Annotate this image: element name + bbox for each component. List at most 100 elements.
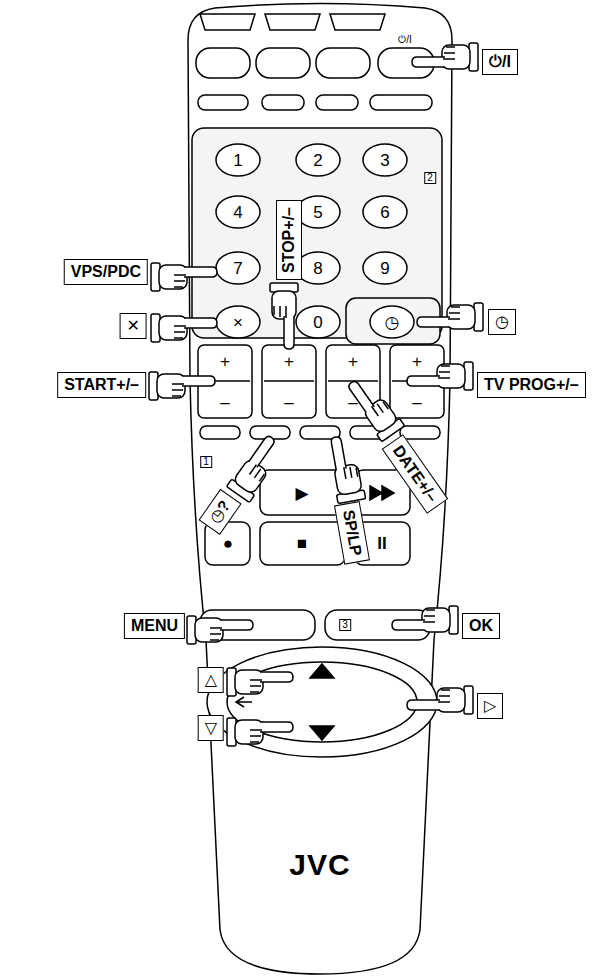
pointing-hand [184,267,217,277]
remote-part [390,345,444,418]
remote-part [236,697,252,707]
pointing-hand [422,608,450,632]
pointing-hand [344,372,405,442]
pointing-hand [250,465,267,482]
remote-part [198,95,248,110]
button-symbol: ● [223,535,233,552]
pointing-hand [284,316,294,349]
remote-part [363,144,407,176]
pointing-hand [220,620,253,630]
pointing-hand [233,458,269,495]
pointing-hand [417,317,450,327]
button-sign: – [284,394,293,411]
callout-label: START+/– [57,372,146,398]
remote-part [296,252,340,284]
pointing-hand [250,680,262,692]
button-symbol: ▶ [295,485,308,502]
pointing-hand [417,303,483,331]
remote-part [262,95,304,110]
remote-part [264,380,314,382]
pointing-hand [151,314,217,342]
pointing-hand [260,722,293,732]
remote-part [310,726,334,740]
callout-label: ◷ [488,309,516,335]
remote-part [330,14,385,30]
pointing-hand [347,380,374,413]
pointing-hand [182,376,215,386]
pointing-hand [412,57,445,67]
pointing-hand [412,43,478,71]
pointing-hand [407,686,473,714]
remote-part [216,252,260,284]
remote-part [363,252,407,284]
pointing-hand [423,610,435,622]
callout-label: TV PROG+/– [477,372,586,398]
button-sign: – [220,394,229,411]
button-symbol: II [377,535,386,552]
pointing-hand [442,45,470,69]
callout-label: ▽ [198,715,224,741]
remote-part [207,647,437,757]
pointing-hand [210,628,222,640]
callout-label: ▷ [477,693,503,719]
callout-label: ✕ [120,313,147,339]
pointing-hand [195,618,223,642]
pointing-hand [250,730,262,742]
remote-part [256,48,310,78]
remote-part [188,4,452,975]
remote-part [200,14,255,30]
pointing-hand [174,326,186,338]
remote-part [200,426,240,439]
button-text: ⏻/I [398,35,412,45]
remote-part [400,426,440,439]
pointing-hand [392,606,458,634]
remote-part [196,48,250,78]
button-number: 9 [380,260,389,277]
callout-label: VPS/PDC [64,259,148,285]
pointing-hand [184,318,217,328]
remote-part [370,95,432,110]
button-sign: + [412,353,422,370]
pointing-hand [327,434,366,504]
pointing-hand [235,670,263,694]
pointing-hand [407,700,440,710]
pointing-hand [159,316,187,340]
remote-part [260,522,345,565]
pointing-hand [174,275,186,287]
remote-part [316,48,370,78]
pointing-hand [151,263,217,291]
button-sign: + [284,353,294,370]
button-symbol: × [233,314,243,331]
remote-part [296,306,340,338]
pointing-hand [272,291,296,319]
pointing-hand [226,432,287,502]
marker-number: 3 [339,619,351,631]
remote-part [265,14,320,30]
callout-label: △ [198,667,224,693]
button-number: 2 [313,152,322,169]
button-number: 6 [380,204,389,221]
button-sign: + [220,353,230,370]
button-number: 8 [313,260,322,277]
button-number: 1 [233,152,242,169]
remote-part [310,664,334,678]
callout-label: ⏻/I [482,49,518,75]
marker-number: 1 [200,456,212,468]
button-sign: – [348,394,357,411]
remote-part [363,196,407,228]
brand-logo: JVC [289,850,350,880]
pointing-hand [227,668,293,696]
remote-part [260,470,345,515]
pointing-hand [157,374,185,398]
pointing-hand [443,47,455,59]
pointing-hand [260,672,293,682]
remote-part [216,144,260,176]
remote-part [216,306,260,338]
remote-part [370,306,414,338]
pointing-hand [344,465,358,479]
button-symbol: ■ [297,535,307,552]
remote-part [370,486,394,500]
button-sign: + [348,353,358,370]
remote-part [227,662,417,742]
